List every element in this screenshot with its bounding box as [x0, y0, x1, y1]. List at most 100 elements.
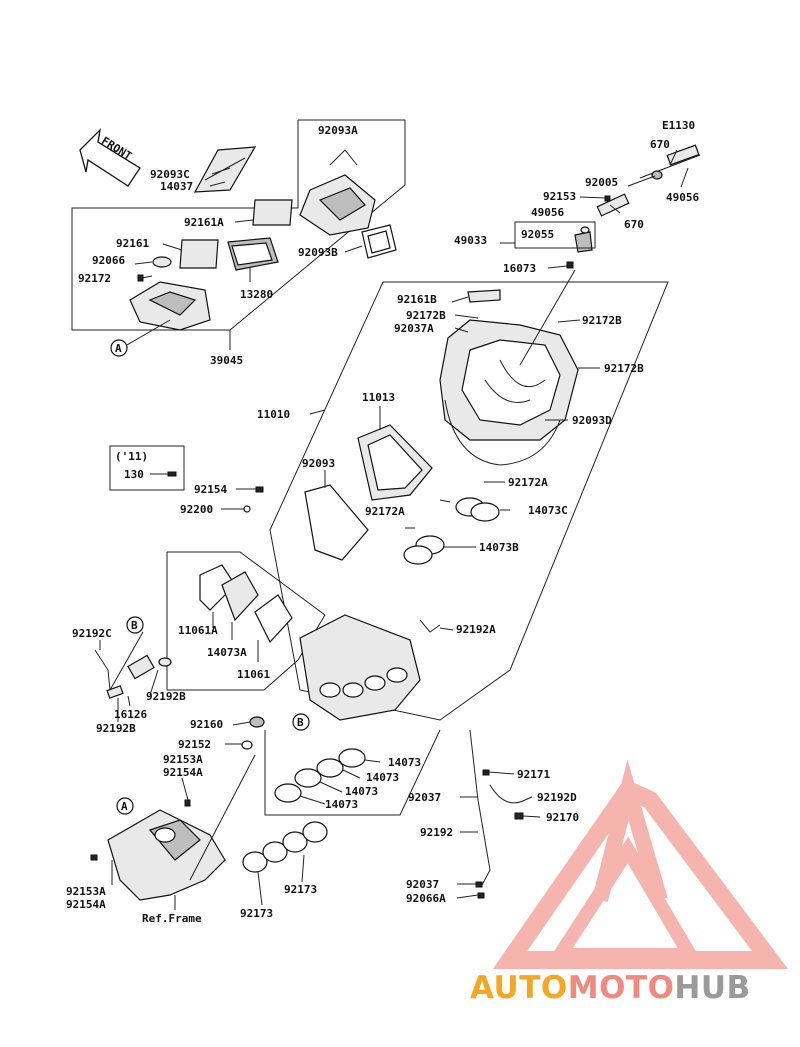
- watermark-logo: [492, 759, 788, 969]
- label-130: 130: [124, 468, 144, 481]
- label-670-b: 670: [624, 218, 644, 231]
- label-92172a-b: 92172A: [365, 505, 405, 518]
- frame-11010: [269, 281, 669, 721]
- label-16126: 16126: [114, 708, 147, 721]
- callout-b-upper: B: [126, 616, 144, 634]
- label-49056-a: 49056: [666, 191, 699, 204]
- part-14073a: [221, 571, 259, 622]
- label-92153a-top: 92153A: [163, 753, 203, 766]
- label-92154a-bot: 92154A: [66, 898, 106, 911]
- label-92154a-top: 92154A: [163, 766, 203, 779]
- part-92093a-bracket: [299, 149, 376, 236]
- label-11013: 11013: [362, 391, 395, 404]
- label-11061: 11061: [237, 668, 270, 681]
- label-92160: 92160: [190, 718, 223, 731]
- year-note: ('11): [115, 450, 148, 463]
- label-92192b-a: 92192B: [146, 690, 186, 703]
- label-92037-b: 92037: [406, 878, 439, 891]
- label-92093d: 92093D: [572, 414, 612, 427]
- svg-text:B: B: [131, 619, 138, 632]
- label-14073c: 14073C: [528, 504, 568, 517]
- watermark-hub: HUB: [674, 970, 750, 1006]
- label-92172b-c: 92172B: [604, 362, 644, 375]
- label-92093a: 92093A: [318, 124, 358, 137]
- leader-lines: [99, 149, 689, 906]
- callout-a-lower: A: [116, 797, 134, 815]
- part-upper-airbox: [439, 289, 579, 441]
- label-92161a: 92161A: [184, 216, 224, 229]
- label-92192: 92192: [420, 826, 453, 839]
- part-labels: 92093A 92093C 14037 92161A 92161 92066 9…: [66, 124, 699, 925]
- label-92173-b: 92173: [240, 907, 273, 920]
- label-92005: 92005: [585, 176, 618, 189]
- part-92093-gasket: [304, 484, 369, 561]
- part-92161a: [252, 199, 293, 226]
- part-92093b-gasket: [361, 224, 397, 259]
- callout-b-lower: B: [292, 713, 310, 731]
- label-11010: 11010: [257, 408, 290, 421]
- part-11061a: [199, 564, 236, 611]
- year-note-box: [109, 445, 185, 491]
- label-92172b-b: 92172B: [582, 314, 622, 327]
- label-92172a-a: 92172A: [508, 476, 548, 489]
- label-16073: 16073: [503, 262, 536, 275]
- label-92037a: 92037A: [394, 322, 434, 335]
- label-14073-c: 14073: [345, 785, 378, 798]
- label-92192b-b: 92192B: [96, 722, 136, 735]
- label-13280: 13280: [240, 288, 273, 301]
- label-92153a-bot: 92153A: [66, 885, 106, 898]
- part-11013-element: [357, 424, 433, 501]
- part-92173-clamps: [242, 821, 328, 873]
- label-92154: 92154: [194, 483, 227, 496]
- label-49056-b: 49056: [531, 206, 564, 219]
- label-92037-a: 92037: [408, 791, 441, 804]
- label-92161b: 92161B: [397, 293, 437, 306]
- callout-a-upper: A: [110, 319, 171, 357]
- svg-text:A: A: [115, 342, 122, 355]
- part-injector-group: [566, 144, 701, 269]
- label-92152: 92152: [178, 738, 211, 751]
- watermark-auto: AUTO: [470, 970, 568, 1006]
- label-92093: 92093: [302, 457, 335, 470]
- frame-14073: [264, 729, 441, 816]
- label-92172: 92172: [78, 272, 111, 285]
- part-11061: [254, 594, 293, 644]
- label-14073-b: 14073: [366, 771, 399, 784]
- label-39045: 39045: [210, 354, 243, 367]
- label-14073a: 14073A: [207, 646, 247, 659]
- part-92172: [137, 274, 153, 282]
- label-ref-frame: Ref.Frame: [142, 912, 202, 925]
- svg-text:A: A: [121, 800, 128, 813]
- label-92200: 92200: [180, 503, 213, 516]
- label-92172b-a: 92172B: [406, 309, 446, 322]
- label-92192c: 92192C: [72, 627, 112, 640]
- label-14073b: 14073B: [479, 541, 519, 554]
- watermark-text: AUTOMOTOHUB: [470, 970, 751, 1006]
- part-frame-bracket: [90, 799, 226, 901]
- label-92161: 92161: [116, 237, 149, 250]
- label-92093c: 92093C: [150, 168, 190, 181]
- label-14073-a: 14073: [388, 756, 421, 769]
- label-92171: 92171: [517, 768, 550, 781]
- svg-text:B: B: [297, 716, 304, 729]
- part-airbox-upper: [129, 281, 211, 331]
- part-92093d-gasket: [444, 399, 561, 466]
- label-92192a: 92192A: [456, 623, 496, 636]
- label-92066: 92066: [92, 254, 125, 267]
- label-92055: 92055: [521, 228, 554, 241]
- label-49033: 49033: [454, 234, 487, 247]
- box-49033: [514, 221, 596, 249]
- label-14037: 14037: [160, 180, 193, 193]
- diagram-code: E1130: [662, 119, 695, 132]
- label-92192d: 92192D: [537, 791, 577, 804]
- label-11061a: 11061A: [178, 624, 218, 637]
- part-b-detail: [94, 649, 172, 699]
- part-lower-airbox: [299, 614, 421, 721]
- part-14073c: [455, 497, 500, 522]
- watermark-moto: MOTO: [568, 970, 675, 1006]
- front-arrow-icon: FRONT: [79, 128, 141, 187]
- label-92173-a: 92173: [284, 883, 317, 896]
- label-92170: 92170: [546, 811, 579, 824]
- label-92066a: 92066A: [406, 892, 446, 905]
